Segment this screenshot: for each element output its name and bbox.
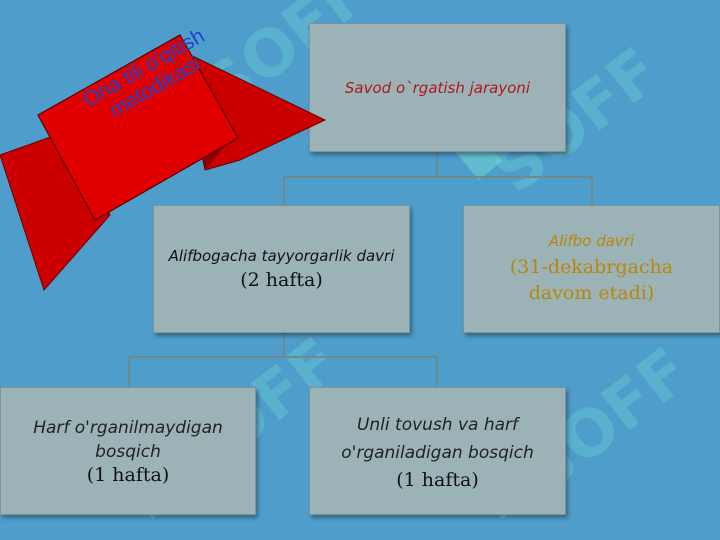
node-alifbogacha-duration: (2 hafta) xyxy=(240,269,323,291)
connector xyxy=(283,176,285,206)
node-unli-tovush: Unli tovush va harf o'rganiladigan bosqi… xyxy=(309,387,566,515)
node-alifbogacha-title: Alifbogacha tayyorgarlik davri xyxy=(168,247,395,265)
node-root-title: Savod o`rgatish jarayoni xyxy=(344,78,531,97)
node-root: Savod o`rgatish jarayoni xyxy=(309,23,566,152)
connector xyxy=(436,152,438,178)
ribbon-banner xyxy=(0,34,327,291)
connector xyxy=(128,356,438,358)
connector xyxy=(128,356,130,388)
connector xyxy=(283,176,593,178)
node-harf-organilmaydigan-title: Harf o'rganilmaydigan bosqich xyxy=(33,418,223,462)
connector xyxy=(283,333,285,358)
node-harf-organilmaydigan-duration: (1 hafta) xyxy=(86,464,170,486)
node-unli-tovush-title: Unli tovush va harf o'rganiladigan bosqi… xyxy=(341,415,534,463)
node-harf-organilmaydigan: Harf o'rganilmaydigan bosqich (1 hafta) xyxy=(0,387,256,515)
connector xyxy=(591,176,593,206)
node-alifbo-duration: (31-dekabrgacha davom etadi) xyxy=(509,256,674,304)
connector xyxy=(436,356,438,388)
node-alifbo-title: Alifbo davri xyxy=(548,232,635,250)
node-unli-tovush-duration: (1 hafta) xyxy=(396,469,479,491)
node-alifbogacha: Alifbogacha tayyorgarlik davri (2 hafta) xyxy=(153,205,410,333)
node-alifbo: Alifbo davri (31-dekabrgacha davom etadi… xyxy=(463,205,720,333)
